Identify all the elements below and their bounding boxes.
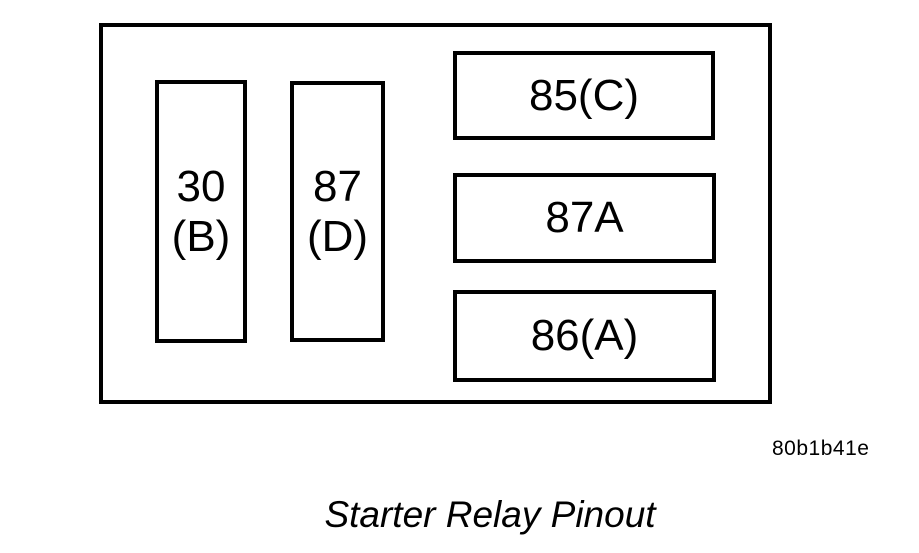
pin-86-box: 86(A) (453, 290, 716, 382)
document-code: 80b1b41e (772, 437, 870, 460)
pin-87a-label: 87A (545, 193, 624, 243)
pin-87a-box: 87A (453, 173, 716, 263)
diagram-caption: Starter Relay Pinout (324, 494, 656, 535)
pin-87-label-line1: 87 (313, 162, 362, 212)
relay-body-outline: 30 (B) 87 (D) 85(C) 87A 86(A) (99, 23, 772, 404)
pin-30-label-line2: (B) (171, 211, 231, 261)
pin-85-label: 85(C) (528, 70, 640, 120)
pin-85-box: 85(C) (453, 51, 715, 140)
pin-86-label: 86(A) (530, 311, 639, 361)
pin-87-box: 87 (D) (290, 81, 385, 342)
pin-87-label-line2: (D) (306, 211, 369, 261)
pin-30-label-line1: 30 (176, 162, 226, 212)
pin-30-box: 30 (B) (155, 80, 247, 343)
